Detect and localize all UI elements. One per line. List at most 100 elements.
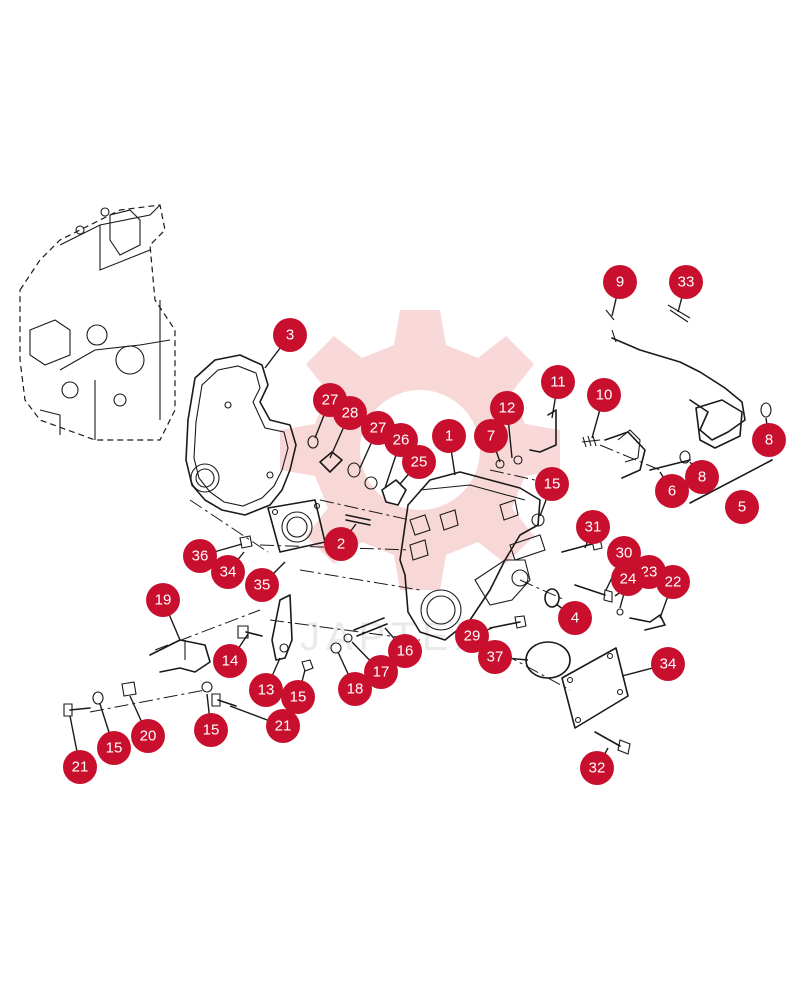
callout-number: 35 bbox=[254, 577, 271, 594]
callout-circle bbox=[324, 527, 358, 561]
callout-number: 4 bbox=[571, 610, 579, 627]
callout-number: 34 bbox=[220, 564, 237, 581]
callout-circle bbox=[131, 719, 165, 753]
callout-number: 21 bbox=[72, 759, 89, 776]
callout-11: 11 bbox=[541, 365, 575, 399]
inspection-cover-plate bbox=[561, 647, 629, 729]
callout-circle bbox=[580, 751, 614, 785]
callout-2: 2 bbox=[324, 527, 358, 561]
callout-3: 3 bbox=[273, 318, 307, 352]
callout-circle bbox=[364, 655, 398, 689]
callout-circle bbox=[611, 562, 645, 596]
callout-17: 17 bbox=[364, 655, 398, 689]
callout-circle bbox=[63, 750, 97, 784]
callout-number: 15 bbox=[544, 476, 561, 493]
callout-18: 18 bbox=[338, 672, 372, 706]
callout-circle bbox=[388, 634, 422, 668]
callout-number: 10 bbox=[596, 387, 613, 404]
callout-circle bbox=[402, 445, 436, 479]
callout-circle bbox=[338, 672, 372, 706]
callout-circle bbox=[655, 474, 689, 508]
callout-circle bbox=[478, 640, 512, 674]
callout-circle bbox=[685, 460, 719, 494]
callout-15: 15 bbox=[281, 680, 315, 714]
callout-number: 18 bbox=[347, 681, 364, 698]
callout-circle bbox=[249, 673, 283, 707]
callout-circle bbox=[281, 680, 315, 714]
linkage-parts bbox=[307, 435, 407, 526]
callout-35: 35 bbox=[245, 568, 279, 602]
callout-circle bbox=[455, 619, 489, 653]
callout-number: 8 bbox=[698, 469, 706, 486]
callout-1: 1 bbox=[432, 419, 466, 453]
callout-34: 34 bbox=[211, 555, 245, 589]
callout-16: 16 bbox=[388, 634, 422, 668]
callout-circle bbox=[194, 713, 228, 747]
callout-13: 13 bbox=[249, 673, 283, 707]
callout-circle bbox=[669, 265, 703, 299]
callout-circle bbox=[656, 565, 690, 599]
callout-33: 33 bbox=[669, 265, 703, 299]
callout-28: 28 bbox=[333, 396, 367, 430]
callout-circle bbox=[474, 419, 508, 453]
callout-circle bbox=[213, 644, 247, 678]
callout-number: 34 bbox=[660, 656, 677, 673]
callout-24: 24 bbox=[611, 562, 645, 596]
callout-14: 14 bbox=[213, 644, 247, 678]
adapter-plate bbox=[267, 499, 326, 553]
callout-37: 37 bbox=[478, 640, 512, 674]
callout-20: 20 bbox=[131, 719, 165, 753]
callout-21: 21 bbox=[63, 750, 97, 784]
callout-8: 8 bbox=[685, 460, 719, 494]
callout-number: 27 bbox=[322, 392, 339, 409]
callout-6: 6 bbox=[655, 474, 689, 508]
callout-21: 21 bbox=[266, 709, 300, 743]
o-ring bbox=[525, 641, 571, 679]
callout-circle bbox=[651, 647, 685, 681]
gear-housing bbox=[399, 471, 546, 641]
callout-number: 13 bbox=[258, 682, 275, 699]
callout-number: 28 bbox=[342, 405, 359, 422]
callout-7: 7 bbox=[474, 419, 508, 453]
callout-number: 36 bbox=[192, 548, 209, 565]
assembly-bracket-5 bbox=[689, 459, 773, 504]
callout-number: 30 bbox=[616, 545, 633, 562]
callout-number: 19 bbox=[155, 592, 172, 609]
callout-circle bbox=[541, 365, 575, 399]
callout-circle bbox=[273, 318, 307, 352]
callout-circle bbox=[587, 378, 621, 412]
callout-number: 25 bbox=[411, 454, 428, 471]
callout-circle bbox=[266, 709, 300, 743]
callout-circle bbox=[725, 490, 759, 524]
callout-number: 9 bbox=[616, 274, 624, 291]
callout-number: 6 bbox=[668, 483, 676, 500]
callout-36: 36 bbox=[183, 539, 217, 573]
callout-number: 12 bbox=[499, 400, 516, 417]
callout-number: 7 bbox=[487, 428, 495, 445]
callout-15: 15 bbox=[97, 731, 131, 765]
callout-circle bbox=[97, 731, 131, 765]
callout-number: 17 bbox=[373, 664, 390, 681]
callout-31: 31 bbox=[576, 510, 610, 544]
callout-circle bbox=[752, 423, 786, 457]
callout-15: 15 bbox=[535, 467, 569, 501]
governor-lever-assembly bbox=[604, 304, 772, 479]
callout-number: 22 bbox=[665, 574, 682, 591]
callout-number: 15 bbox=[203, 722, 220, 739]
callout-15: 15 bbox=[194, 713, 228, 747]
callout-circle bbox=[245, 568, 279, 602]
callout-9: 9 bbox=[603, 265, 637, 299]
callout-34: 34 bbox=[651, 647, 685, 681]
callout-number: 3 bbox=[286, 327, 294, 344]
callout-number: 31 bbox=[585, 519, 602, 536]
callout-number: 33 bbox=[678, 274, 695, 291]
callout-number: 21 bbox=[275, 718, 292, 735]
callout-number: 15 bbox=[106, 740, 123, 757]
callout-number: 5 bbox=[738, 499, 746, 516]
callout-5: 5 bbox=[725, 490, 759, 524]
callout-number: 23 bbox=[641, 564, 658, 581]
callout-number: 20 bbox=[140, 728, 157, 745]
